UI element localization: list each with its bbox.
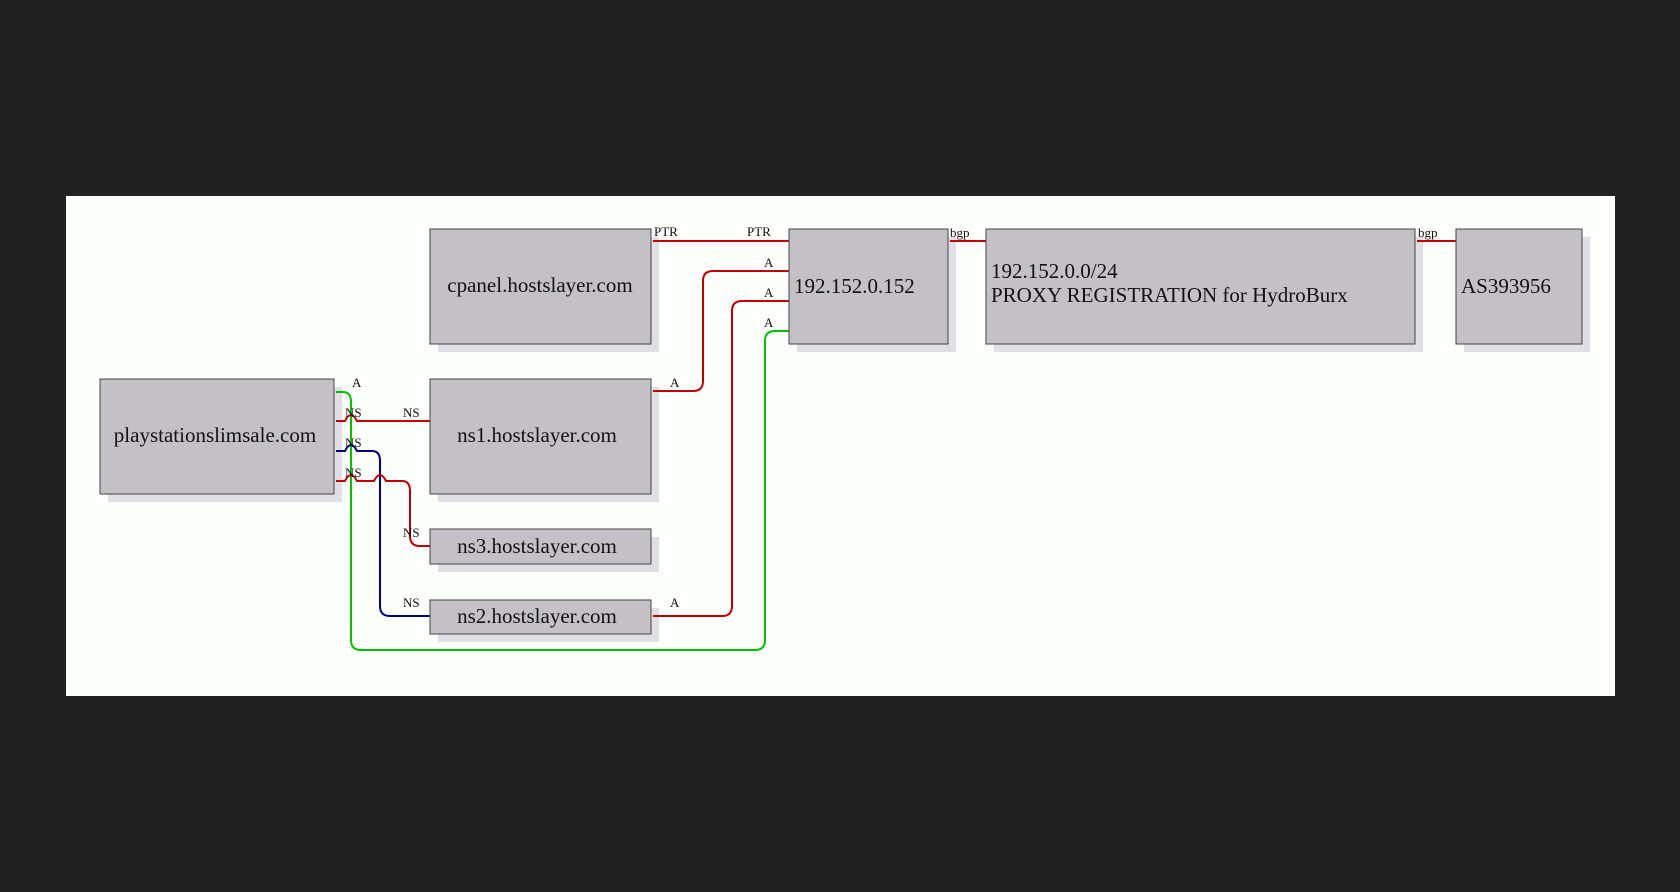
edge-label-a: A <box>764 285 774 300</box>
edge-a-ns2-ip <box>653 300 789 617</box>
edge-labels: PTR PTR A A A A A A NS NS NS NS NS NS bg… <box>345 224 1438 610</box>
node-label: cpanel.hostslayer.com <box>447 273 632 297</box>
node-label-line2: PROXY REGISTRATION for HydroBurx <box>991 283 1348 307</box>
edge-a-domain-ip <box>336 330 789 651</box>
edge-ns-domain-ns2 <box>336 444 430 617</box>
edge-a-ns1-ip <box>653 270 789 392</box>
edge-label-bgp: bgp <box>950 225 970 240</box>
edge-label-ns: NS <box>403 405 420 420</box>
node-label: 192.152.0.152 <box>794 274 915 298</box>
node-ns2[interactable]: ns2.hostslayer.com <box>429 599 652 635</box>
edge-label-ptr: PTR <box>654 224 678 239</box>
edge-label-a: A <box>670 595 680 610</box>
edge-label-ns: NS <box>345 465 362 480</box>
edge-label-a: A <box>764 255 774 270</box>
node-label: AS393956 <box>1461 274 1551 298</box>
edge-ns-domain-ns1 <box>336 414 430 422</box>
edge-label-ptr: PTR <box>747 224 771 239</box>
edges <box>336 240 1456 651</box>
node-ns3[interactable]: ns3.hostslayer.com <box>429 528 652 565</box>
node-label-line1: 192.152.0.0/24 <box>991 259 1118 283</box>
node-label: ns3.hostslayer.com <box>457 534 617 558</box>
node-label: playstationslimsale.com <box>114 423 316 447</box>
node-ns1[interactable]: ns1.hostslayer.com <box>429 378 652 495</box>
node-label: ns1.hostslayer.com <box>457 423 617 447</box>
edge-label-ns: NS <box>345 405 362 420</box>
edge-ns-domain-ns3 <box>336 474 430 547</box>
edge-label-bgp: bgp <box>1418 225 1438 240</box>
edge-label-a: A <box>670 375 680 390</box>
edge-label-ns: NS <box>403 525 420 540</box>
edge-label-ns: NS <box>403 595 420 610</box>
node-asn[interactable]: AS393956 <box>1455 228 1583 345</box>
node-cpanel[interactable]: cpanel.hostslayer.com <box>429 228 652 345</box>
edge-label-a: A <box>352 375 362 390</box>
node-ip[interactable]: 192.152.0.152 <box>788 228 949 345</box>
node-netblock[interactable]: 192.152.0.0/24 PROXY REGISTRATION for Hy… <box>985 228 1416 345</box>
edge-label-ns: NS <box>345 435 362 450</box>
node-domain[interactable]: playstationslimsale.com <box>99 378 335 495</box>
node-label: ns2.hostslayer.com <box>457 604 617 628</box>
edge-label-a: A <box>764 315 774 330</box>
